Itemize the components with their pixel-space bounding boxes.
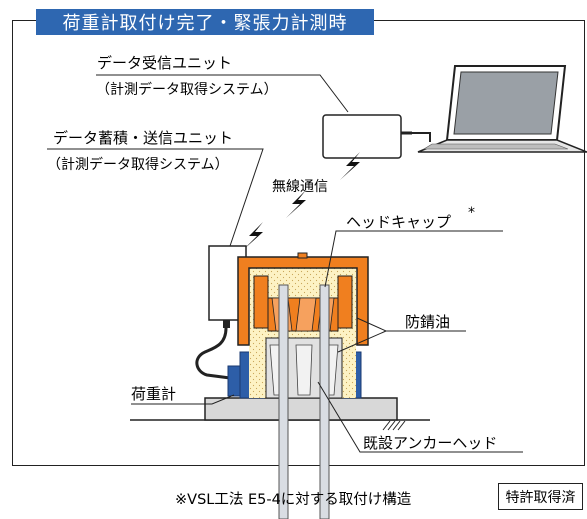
head-cap-asterisk: * [468,205,475,221]
tendon-strands [278,284,330,519]
patent-badge: 特許取得済 [498,483,583,510]
diagram-title: 荷重計取付け完了・緊張力計測時 [36,9,374,35]
anchor-head-label: 既設アンカーヘッド [363,434,498,452]
receiver-unit-icon [322,114,431,159]
storage-label: データ蓄積・送信ユニット [53,129,234,147]
load-cell-label: 荷重計 [131,385,177,403]
head-cap-label: ヘッドキャップ [346,213,452,231]
receiver-leader-line [96,74,349,113]
ground-hatch [382,420,406,431]
receiver-label: データ受信ユニット [97,54,233,72]
receiver-sublabel: （計測データ取得システム） [96,82,278,98]
wireless-icon [243,152,360,250]
wireless-label: 無線通信 [272,179,328,195]
load-cell-leader-line [131,394,235,405]
rust-oil-leader-line-2 [337,330,387,353]
rust-oil-label: 防錆油 [405,313,451,331]
anchor-head-icon [265,337,343,399]
storage-sublabel: （計測データ取得システム） [47,157,229,173]
laptop-icon [417,65,587,153]
head-cap-leader-line [324,230,503,288]
base-plate [204,397,398,421]
anchor-head-leader-line [317,381,523,453]
sensor-cable [195,327,231,380]
storage-leader-line [47,148,264,247]
footnote: ※VSL工法 E5-4に対する取付け構造 [175,492,412,508]
